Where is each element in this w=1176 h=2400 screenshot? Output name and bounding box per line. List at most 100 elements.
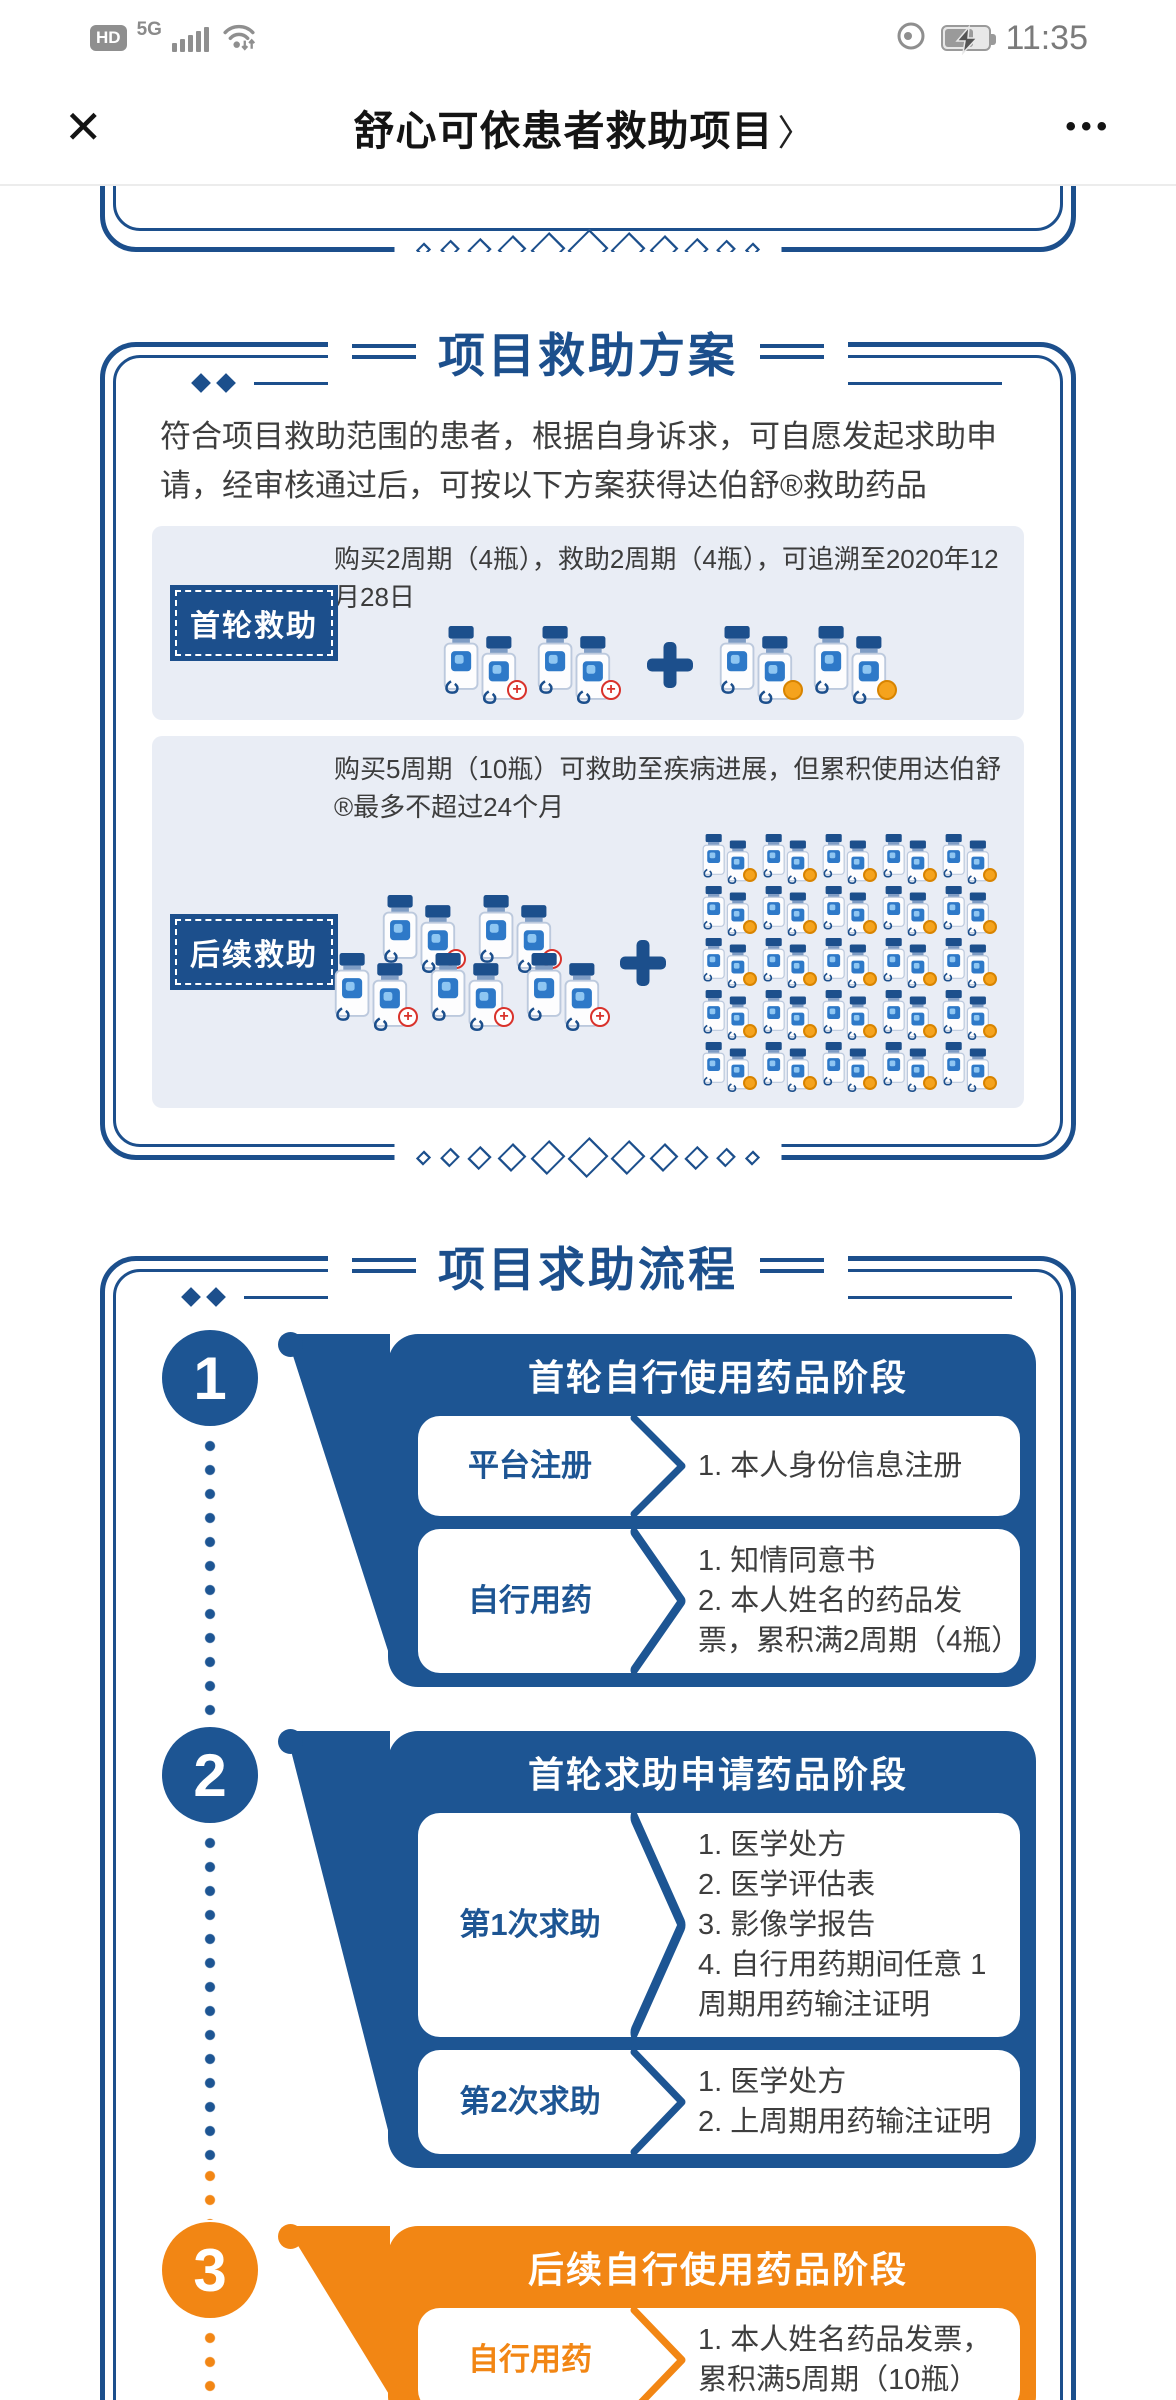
step-number-badge: 1 — [162, 1330, 258, 1426]
row-item: 1. 医学处方 — [698, 2066, 847, 2098]
medicine-bottle-pair-icon — [762, 834, 817, 884]
medicine-bottle-pair-icon — [942, 834, 997, 884]
diamond-icon — [684, 1145, 709, 1170]
more-menu-icon[interactable]: ••• — [1065, 110, 1112, 143]
chevron-divider-icon — [630, 1813, 690, 2037]
row-items: 1. 医学处方 2. 上周期用药输注证明 — [690, 2050, 1020, 2154]
medicine-bottle-pair-icon — [719, 626, 803, 704]
follow-up-badge-label: 后续救助 — [175, 918, 333, 985]
row-item: 2. 医学评估表 — [698, 1869, 876, 1901]
row-item: 4. 自行用药期间任意 1周期用药输注证明 — [698, 1949, 987, 2021]
diamond-icon — [497, 235, 527, 252]
medicine-bottle-pair-icon — [942, 938, 997, 988]
diamond-icon — [716, 1147, 736, 1168]
medicine-bottle-pair-icon: + — [334, 953, 418, 1031]
diamond-icon — [649, 1143, 679, 1172]
medicine-bottle-pair-icon — [882, 1042, 937, 1092]
row-label: 第1次求助 — [459, 1907, 601, 1942]
row-items: 1. 本人身份信息注册 — [690, 1416, 1020, 1516]
follow-up-badge: 后续救助 — [170, 913, 338, 990]
previous-card-partial — [100, 186, 1076, 252]
medicine-bottle-pair-icon: + — [537, 626, 621, 704]
follow-up-illustration: + + + ++ — [334, 834, 1006, 1092]
page-title[interactable]: 舒心可依患者救助项目〉 — [103, 97, 1066, 157]
diamond-divider — [394, 228, 782, 252]
step-header: 后续自行使用药品阶段 — [528, 2249, 909, 2290]
first-round-badge-label: 首轮救助 — [175, 590, 333, 656]
row-item: 2. 上周期用药输注证明 — [698, 2106, 992, 2138]
network-type-label: 5G — [136, 19, 162, 40]
diamond-icon — [744, 241, 761, 252]
follow-up-panel: 后续救助 购买5周期（10瓶）可救助至疾病进展，但累积使用达伯舒®最多不超过24… — [152, 736, 1024, 1108]
hd-badge-icon: HD — [90, 25, 127, 51]
diamond-icon — [744, 1149, 761, 1166]
medicine-bottle-pair-icon — [702, 938, 757, 988]
medicine-bottle-pair-icon — [822, 834, 877, 884]
medicine-bottle-pair-icon: + — [443, 626, 527, 704]
signal-strength-icon — [171, 24, 209, 52]
help-process-card: 项目求助流程 1 首轮自行使用药品阶段 — [100, 1231, 1076, 2400]
medicine-bottle-pair-icon — [702, 834, 757, 884]
diamond-icon — [567, 1136, 609, 1179]
medicine-bottle-pair-icon — [882, 990, 937, 1040]
first-round-desc: 购买2周期（4瓶），救助2周期（4瓶），可追溯至2020年12月28日 — [334, 544, 999, 612]
medicine-bottle-pair-icon — [813, 626, 897, 704]
diamond-icon — [610, 1140, 646, 1175]
double-line-decoration — [760, 1258, 824, 1273]
first-round-illustration: + + — [334, 626, 1006, 704]
row-items: 1. 本人姓名药品发票，累积满5周期（10瓶） — [690, 2308, 1020, 2400]
step-banner: 后续自行使用药品阶段 自行用药 1. 本人姓名药品发票，累积满5周期（10瓶） — [388, 2226, 1036, 2400]
step-number-badge: 2 — [162, 1727, 258, 1823]
medicine-bottle-pair-icon: + — [430, 953, 514, 1031]
double-line-decoration — [352, 344, 416, 359]
step-row: 平台注册 1. 本人身份信息注册 — [418, 1416, 1020, 1516]
close-icon[interactable]: ✕ — [64, 101, 103, 153]
dotted-rail — [204, 2326, 216, 2400]
flow-step-1: 1 首轮自行使用药品阶段 平台注册 1. 本人身份信息注册 — [162, 1330, 1036, 1727]
step-row: 自行用药 1. 本人姓名药品发票，累积满5周期（10瓶） — [418, 2308, 1020, 2400]
medicine-bottle-pair-icon — [702, 1042, 757, 1092]
medicine-bottle-pair-icon — [702, 886, 757, 936]
dotted-rail — [204, 1831, 216, 2162]
row-label: 平台注册 — [468, 1448, 592, 1483]
medicine-bottle-pair-icon — [822, 886, 877, 936]
diamond-divider — [394, 1136, 782, 1179]
diamond-icon — [467, 237, 492, 252]
medicine-bottle-pair-icon — [942, 990, 997, 1040]
assistance-plan-card: 项目救助方案 符合项目救助范围的患者，根据自身诉求，可自愿发起求助申请，经审核通… — [100, 317, 1076, 1179]
article-content: 项目救助方案 符合项目救助范围的患者，根据自身诉求，可自愿发起求助申请，经审核通… — [0, 186, 1176, 2400]
diamond-icon — [567, 228, 609, 252]
flow-step-2: 2 首轮求助申请药品阶段 第1次求助 1. 医学处方 — [162, 1727, 1036, 2220]
dotted-rail — [204, 1434, 216, 1727]
row-item: 1. 本人身份信息注册 — [698, 1450, 963, 1482]
step-row: 自行用药 1. 知情同意书 2. 本人姓名的药品发票，累积满2周期（4瓶） — [418, 1529, 1020, 1673]
diamond-icon — [530, 1140, 566, 1175]
diamond-icon — [440, 239, 460, 252]
diamond-icon — [716, 239, 736, 252]
chevron-divider-icon — [630, 2050, 690, 2154]
row-item: 3. 影像学报告 — [698, 1909, 876, 1941]
step-dot — [278, 1332, 303, 1357]
card-title: 项目求助流程 — [438, 1243, 738, 1296]
first-round-badge: 首轮救助 — [170, 585, 338, 661]
plus-icon — [620, 940, 666, 986]
medicine-bottle-pair-icon — [822, 1042, 877, 1092]
row-items: 1. 知情同意书 2. 本人姓名的药品发票，累积满2周期（4瓶） — [690, 1529, 1020, 1673]
step-row: 第2次求助 1. 医学处方 2. 上周期用药输注证明 — [418, 2050, 1020, 2154]
diamond-icon — [467, 1145, 492, 1170]
step-header: 首轮自行使用药品阶段 — [528, 1357, 909, 1398]
plan-intro-text: 符合项目救助范围的患者，根据自身诉求，可自愿发起求助申请，经审核通过后，可按以下… — [160, 419, 997, 503]
diamond-icon — [497, 1143, 527, 1172]
first-round-panel: 首轮救助 购买2周期（4瓶），救助2周期（4瓶），可追溯至2020年12月28日… — [152, 526, 1024, 720]
medicine-bottle-pair-icon: + — [526, 953, 610, 1031]
medicine-bottle-pair-icon — [762, 1042, 817, 1092]
diamond-icon — [649, 235, 679, 252]
chevron-divider-icon — [630, 2308, 690, 2400]
row-item: 1. 知情同意书 — [698, 1545, 876, 1577]
medicine-bottle-pair-icon — [762, 938, 817, 988]
card-title-plaque: 项目求助流程 — [328, 1231, 848, 1300]
wifi-icon — [221, 21, 257, 56]
step-row: 第1次求助 1. 医学处方 2. 医学评估表 3. 影像学报告 4. 自行用药期… — [418, 1813, 1020, 2037]
step-banner: 首轮求助申请药品阶段 第1次求助 1. 医学处方 2. 医学评估表 3. 影像学… — [388, 1731, 1036, 2168]
medicine-bottle-pair-icon — [942, 886, 997, 936]
